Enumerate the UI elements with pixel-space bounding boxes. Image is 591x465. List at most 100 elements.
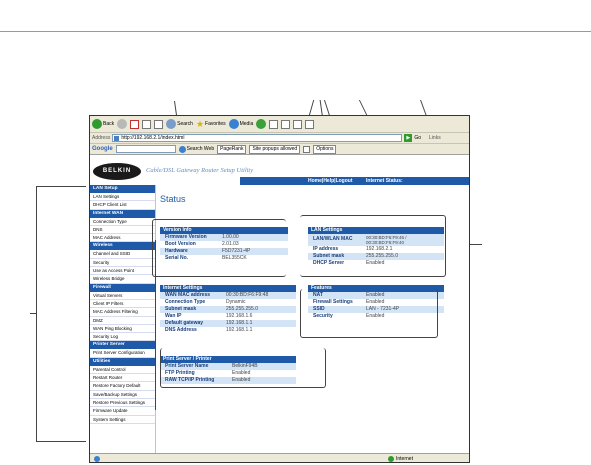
search-web-button[interactable]: Search Web [178, 145, 215, 153]
pagerank-button[interactable]: PageRank [217, 144, 247, 154]
google-logo: Google [92, 146, 113, 152]
row-label: Subnet mask [165, 306, 197, 312]
back-button[interactable]: Back [92, 119, 114, 129]
media-icon [228, 119, 239, 129]
search-button[interactable]: Search [166, 119, 193, 129]
sidebar-item[interactable]: MAC Address Filtering [90, 308, 155, 317]
forward-arrow-icon[interactable] [117, 119, 128, 129]
refresh-icon[interactable] [142, 119, 152, 129]
sidebar-item[interactable]: WAN Ping Blocking [90, 325, 155, 334]
panel-row: Serial No.BEL355CK [160, 255, 288, 262]
sidebar-item[interactable]: MAC Address [90, 234, 155, 243]
row-label: Boot Version [165, 241, 196, 247]
search-web-label: Search Web [186, 146, 215, 152]
media-label: Media [239, 121, 254, 127]
help-link[interactable]: Help [323, 178, 335, 184]
browser-toolbar: Back Search ★ Favorites Media [90, 116, 469, 133]
sidebar-item[interactable]: Client IP Filters [90, 300, 155, 309]
sidebar-item[interactable]: Restore Previous Settings [90, 399, 155, 408]
sidebar-item[interactable]: Security [90, 259, 155, 268]
home-icon[interactable] [154, 119, 164, 129]
logout-link[interactable]: Logout [335, 178, 353, 184]
sidebar-bracket-leader [30, 313, 36, 314]
home-link[interactable]: Home [308, 178, 322, 184]
row-label: Print Server Name [165, 363, 209, 369]
row-label: Default gateway [165, 320, 204, 326]
sidebar-item[interactable]: DHCP Client List [90, 201, 155, 210]
row-value: Enabled [366, 299, 385, 305]
sidebar-item[interactable]: System Settings [90, 416, 155, 424]
autofill-icon[interactable] [303, 145, 311, 153]
media-button[interactable]: Media [228, 119, 254, 129]
sidebar-item[interactable]: Firmware Update [90, 407, 155, 416]
sidebar-item[interactable]: Restart Router [90, 374, 155, 383]
panel-row: Boot Version 2.01.03 [160, 241, 288, 248]
stop-icon[interactable] [130, 119, 140, 129]
back-arrow-icon [92, 119, 102, 129]
favorites-label: Favorites [205, 121, 226, 127]
panel-heading: Version Info [160, 227, 288, 234]
sidebar-item[interactable]: DMZ [90, 317, 155, 325]
sidebar-item[interactable]: Save/Backup Settings [90, 391, 155, 399]
sidebar-item[interactable]: Security Log [90, 333, 155, 342]
popups-allowed-button[interactable]: Site popups allowed [249, 144, 301, 154]
sidebar-item[interactable]: LAN Settings [90, 193, 155, 202]
sidebar-heading: Printer Server [90, 341, 155, 350]
row-value: BEL355CK [222, 255, 247, 261]
sidebar-item[interactable]: Virtual Servers [90, 292, 155, 300]
options-button[interactable]: Options [313, 144, 337, 154]
sidebar-item[interactable]: Wireless Bridge [90, 275, 155, 284]
sidebar-item[interactable]: Parental Control [90, 366, 155, 375]
sidebar-heading: LAN Setup [90, 185, 155, 193]
row-value: Enabled [366, 260, 385, 266]
sidebar-item[interactable]: Channel and SSID [90, 250, 155, 259]
row-label: Firewall Settings [313, 299, 353, 305]
row-label: Security [313, 313, 333, 319]
row-value: Dynamic [226, 299, 246, 305]
address-input[interactable]: http://192.168.2.1/index.html [112, 134, 403, 142]
row-label: Wan IP [165, 313, 182, 319]
row-value: 255.255.255.0 [366, 253, 398, 259]
sidebar-item[interactable]: DNS [90, 226, 155, 235]
links-button[interactable]: Links [429, 135, 441, 141]
sidebar-heading: Wireless [90, 242, 155, 251]
row-label: FTP Printing [165, 370, 195, 376]
browser-window: Back Search ★ Favorites Media Address ht… [89, 115, 470, 463]
google-search-input[interactable] [115, 145, 176, 153]
go-button[interactable]: Go [414, 135, 422, 141]
row-value: 2.01.03 [222, 241, 239, 247]
top-rule [0, 31, 591, 32]
sidebar-bracket [36, 186, 86, 442]
address-url: http://192.168.2.1/index.html [121, 135, 185, 141]
panel-heading: Internet Settings [160, 285, 296, 292]
page-icon [114, 136, 120, 141]
row-value: 00:30:BD:F6:F9:46 / 00:30:BD:F6:F9:40 [366, 234, 407, 246]
edit-icon[interactable] [293, 119, 303, 129]
sidebar-item[interactable]: Use as Access Point [90, 267, 155, 276]
features-bracket [300, 289, 438, 338]
mail-icon[interactable] [269, 119, 279, 129]
history-icon[interactable] [256, 119, 267, 129]
internet-zone-icon [388, 456, 394, 462]
row-value: 255.255.255.0 [226, 306, 258, 312]
panel-row: Firewall Settings Enabled [308, 299, 444, 306]
favorites-button[interactable]: ★ Favorites [196, 119, 226, 130]
print-icon[interactable] [281, 119, 291, 129]
messenger-icon[interactable] [305, 119, 315, 129]
sidebar-item[interactable]: Restore Factory Default [90, 382, 155, 391]
row-value: F5D7231-4P [222, 248, 251, 254]
go-arrow-icon[interactable]: ▶ [404, 134, 413, 142]
sidebar-item[interactable]: Print Server Configuration [90, 349, 155, 358]
row-label: NAT [313, 292, 323, 298]
row-label: LAN/WLAN MAC [313, 236, 353, 243]
sidebar-item[interactable]: Connection Type [90, 218, 155, 226]
browser-statusbar: Internet [90, 453, 469, 462]
